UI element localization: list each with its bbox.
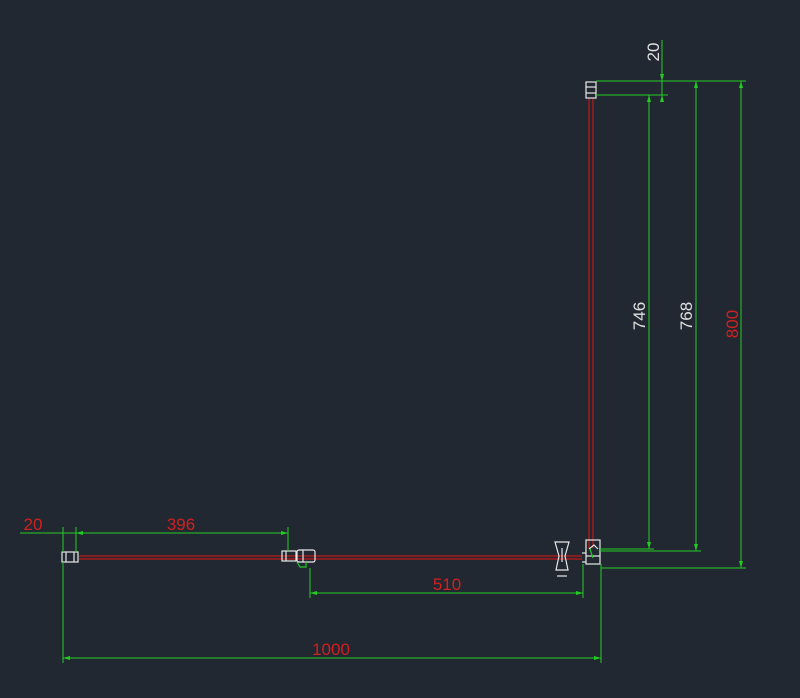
dim-side-inner-label: 768 xyxy=(677,302,696,330)
dimension-labels: 20 396 510 1000 20 746 768 800 xyxy=(24,43,742,659)
dim-fixed-panel-label: 396 xyxy=(167,515,195,534)
profiles xyxy=(61,81,601,577)
dim-total-width-label: 1000 xyxy=(312,640,350,659)
corner-joint-green xyxy=(589,548,594,559)
dim-side-inner-lines xyxy=(596,80,701,552)
dim-fixed-panel-lines xyxy=(75,527,289,552)
dim-side-total-label: 800 xyxy=(723,310,742,338)
dim-side-total-lines xyxy=(601,80,746,569)
dim-total-width-lines xyxy=(62,562,602,663)
dim-side-glass-lines xyxy=(600,95,654,550)
dim-sliding-panel-label: 510 xyxy=(433,575,461,594)
dim-top-offset-label: 20 xyxy=(644,43,663,62)
door-handle-green xyxy=(296,561,307,568)
dim-side-glass-label: 746 xyxy=(630,302,649,330)
left-wall-profile xyxy=(61,551,79,563)
side-glass-panel xyxy=(588,98,594,548)
corner-joint xyxy=(582,539,601,565)
dim-left-offset-lines xyxy=(20,527,76,552)
top-wall-profile xyxy=(585,81,597,99)
dim-sliding-panel-lines xyxy=(309,564,584,598)
dim-left-offset-label: 20 xyxy=(24,515,43,534)
dimension-lines xyxy=(20,40,746,663)
bottom-glass-panel xyxy=(79,555,582,560)
pull-handle xyxy=(554,541,570,577)
glass-panels xyxy=(79,98,594,560)
